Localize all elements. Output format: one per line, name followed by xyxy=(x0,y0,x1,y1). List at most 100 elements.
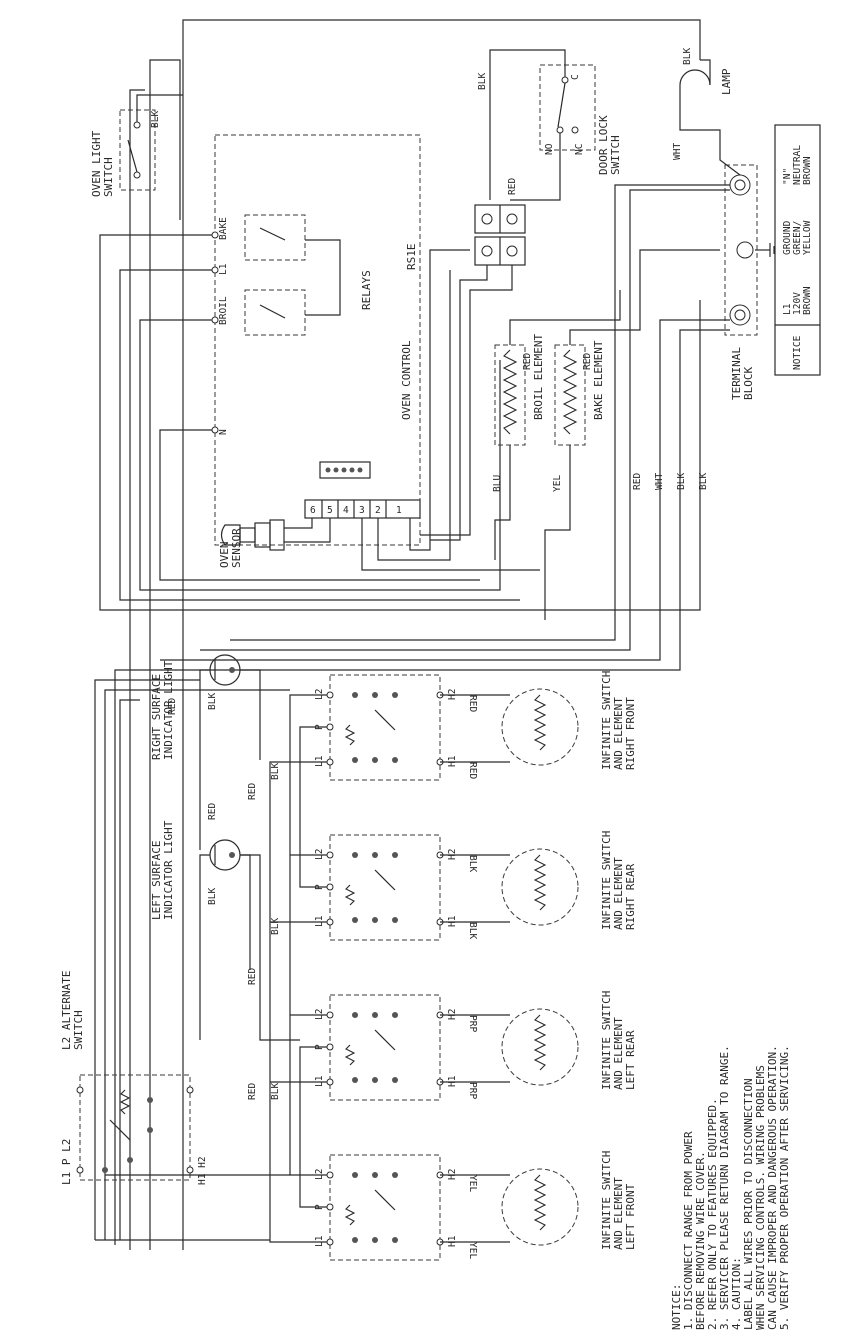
lamp-blk-wire xyxy=(700,59,711,85)
switch-rr-dot xyxy=(352,852,358,858)
sensor-wire-1 xyxy=(409,249,470,551)
sensor-pin-5: 5 xyxy=(327,505,333,516)
cooktop-l2-bus xyxy=(289,694,327,1176)
broil-element-coil xyxy=(502,349,518,435)
infinite-switch-lr: L2 P L1 H2 H1 PRP PRP INFINITE SWITCH AN… xyxy=(314,991,637,1101)
notice-box xyxy=(774,124,821,376)
switch-rr-dot xyxy=(372,852,378,858)
notice-neutral: "N" NEUTRAL BROWN xyxy=(782,139,813,185)
door-lock-blade xyxy=(557,82,566,128)
switch-lr-h1-label: H1 xyxy=(447,1075,458,1087)
door-lock-switch-label-line2: SWITCH xyxy=(609,135,622,175)
door-lock-red-label: RED xyxy=(507,178,518,195)
switch-rr-label-line2: AND ELEMENT xyxy=(612,857,625,930)
wire-blk-label: BLK xyxy=(207,693,218,710)
switch-lf-h2-label: H2 xyxy=(447,1169,458,1180)
note-line-3: 2. REFER ONLY TO FEATURES EQUIPPED. xyxy=(706,1098,719,1330)
door-lock-c: C xyxy=(570,74,581,80)
oven-light-switch-blade xyxy=(127,139,138,173)
switch-rf-red-label: RED xyxy=(467,695,478,712)
switch-rr-blk-label: BLK xyxy=(467,855,478,872)
door-lock-terminal xyxy=(556,126,564,134)
switch-rf-dot xyxy=(372,692,378,698)
switch-rr-l1 xyxy=(326,918,334,926)
switch-rf-dot xyxy=(352,692,358,698)
infinite-switch-rr: L2 P L1 H2 H1 BLK BLK INFINITE SWITCH AN… xyxy=(314,824,637,941)
terminal-wire-wht xyxy=(200,189,730,651)
connector-pin xyxy=(333,467,339,473)
wire-blk-label: BLK xyxy=(270,918,281,935)
notice-neutral-line3: BROWN xyxy=(802,156,813,185)
relay-bake-contact xyxy=(259,227,286,241)
cooktop-p-link xyxy=(299,726,327,888)
switch-lr-label-line3: LEFT REAR xyxy=(624,1030,637,1090)
switch-rf-coil xyxy=(344,724,356,746)
switch-lr-dot xyxy=(392,1077,398,1083)
switch-lf-element-coil xyxy=(533,1174,547,1231)
terminal-block-label-line2: BLOCK xyxy=(742,367,755,400)
left-indicator-label-line2: INDICATOR LIGHT xyxy=(162,820,175,920)
oven-sensor-wire xyxy=(284,518,313,529)
alt-switch-terminals: L1 P L2 xyxy=(60,1139,73,1185)
broil-element-label: BROIL ELEMENT xyxy=(532,334,545,420)
left-indicator-wire xyxy=(199,854,210,1040)
sensor-wire-3 xyxy=(361,518,540,571)
switch-rf-dot xyxy=(352,757,358,763)
notice-l1-line3: BROWN xyxy=(802,286,813,315)
connector-pin xyxy=(341,467,347,473)
notice-ground: GROUND GREEN/ YELLOW xyxy=(782,215,813,255)
switch-rf-dot xyxy=(372,757,378,763)
notice-ground-line1: GROUND xyxy=(782,220,793,255)
terminal-block-label: TERMINAL BLOCK xyxy=(730,340,755,400)
switch-rf-box xyxy=(329,674,441,781)
switch-lf-dot xyxy=(352,1172,358,1178)
note-line-2: BEFORE REMOVING WIRE COVER. xyxy=(694,1151,707,1330)
switch-rf-label: INFINITE SWITCH AND ELEMENT RIGHT FRONT xyxy=(600,664,637,770)
switch-rf-element xyxy=(501,688,579,766)
oven-sensor-wire xyxy=(284,518,331,543)
bake-element-label: BAKE ELEMENT xyxy=(592,340,605,420)
top-bus-wire-3 xyxy=(129,89,145,1250)
switch-lf-l2 xyxy=(326,1171,334,1179)
door-lock-switch-label-line1: DOOR LOCK xyxy=(597,115,610,175)
notice-neutral-line1: "N" xyxy=(782,168,793,185)
oven-light-switch-label-line1: OVEN LIGHT xyxy=(90,130,103,197)
switch-rr-dot xyxy=(392,852,398,858)
notice-l1: L1 120V BROWN xyxy=(782,286,813,315)
lamp-label: LAMP xyxy=(720,68,733,95)
oven-sensor-plug xyxy=(254,522,271,548)
lamp-bulb xyxy=(679,69,711,86)
switch-rf-l2-label: L2 xyxy=(314,689,325,700)
oven-control-box xyxy=(214,134,421,546)
switch-rr-dot xyxy=(392,917,398,923)
switch-lr-element xyxy=(501,1008,579,1086)
oven-light-switch-terminal xyxy=(133,171,141,179)
oven-sensor-label: OVEN SENSOR xyxy=(218,528,243,568)
terminal-wht-label: WHT xyxy=(654,473,665,490)
switch-rr-coil xyxy=(344,884,356,906)
switch-rf-h2-label: H2 xyxy=(447,689,458,700)
terminal-ground xyxy=(736,241,754,259)
relay-pin-label-l1: L1 xyxy=(218,263,229,275)
wire-red-label: RED xyxy=(167,698,178,715)
switch-lr-label-line1: INFINITE SWITCH xyxy=(600,991,613,1090)
switch-lf-box xyxy=(329,1154,441,1261)
switch-lf-label-line2: AND ELEMENT xyxy=(612,1177,625,1250)
switch-lf-l2-label: L2 xyxy=(314,1169,325,1180)
switch-lr-dot xyxy=(392,1012,398,1018)
switch-rr-label: INFINITE SWITCH AND ELEMENT RIGHT REAR xyxy=(600,824,637,930)
switch-lf-l1-label: L1 xyxy=(314,1235,325,1247)
alt-switch-coil xyxy=(119,1089,131,1115)
switch-rf-element-coil xyxy=(533,694,547,751)
terminal-block-label-line1: TERMINAL xyxy=(730,347,743,400)
wire-red-label: RED xyxy=(247,783,258,800)
switch-lr-prp-label: PRP xyxy=(467,1015,478,1032)
switch-lr-dot xyxy=(352,1012,358,1018)
broil-blu-label: BLU xyxy=(492,475,503,492)
wire-red-label: RED xyxy=(247,968,258,985)
relay-broil xyxy=(244,289,306,336)
sensor-pin-4: 4 xyxy=(343,505,349,516)
door-lock-switch-label: DOOR LOCK SWITCH xyxy=(597,109,622,175)
door-lock-nc: NC xyxy=(574,144,585,155)
